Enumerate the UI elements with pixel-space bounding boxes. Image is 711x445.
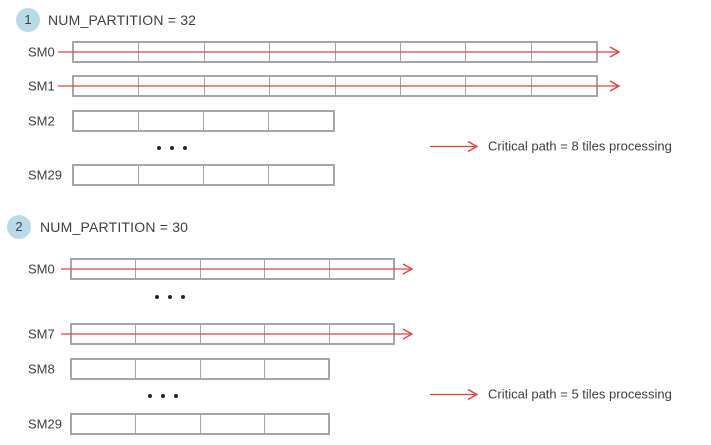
dot: [148, 394, 152, 398]
tile-segment: [268, 166, 333, 184]
tile-segment: [74, 112, 138, 130]
sm-row-label: SM7: [28, 326, 55, 342]
sm-row-label: SM29: [28, 416, 62, 432]
ellipsis-dots: [157, 146, 187, 150]
tile-segment: [199, 360, 264, 378]
tile-bar: [72, 110, 335, 132]
dot: [183, 146, 187, 150]
tile-segment: [138, 166, 203, 184]
legend-label: Critical path = 5 tiles processing: [488, 386, 672, 402]
ellipsis-dots: [155, 295, 185, 299]
tile-segment: [263, 360, 328, 378]
section-2-badge: 2: [7, 215, 31, 239]
tile-segment: [203, 166, 268, 184]
tile-bar: [70, 413, 330, 435]
dot: [168, 295, 172, 299]
dot: [161, 394, 165, 398]
dot: [174, 394, 178, 398]
critical-path-arrow-icon: [430, 388, 478, 400]
tile-segment: [72, 415, 135, 433]
dot: [170, 146, 174, 150]
critical-path-arrow-icon: [430, 140, 478, 152]
dot: [155, 295, 159, 299]
sm-row-label: SM2: [28, 113, 55, 129]
tile-bar: [70, 358, 330, 380]
critical-path-arrow: [58, 80, 620, 92]
critical-path-arrow: [58, 46, 620, 58]
section-1-title: NUM_PARTITION = 32: [48, 12, 197, 28]
tile-segment: [203, 112, 268, 130]
sm-row-label: SM29: [28, 167, 62, 183]
ellipsis-dots: [148, 394, 178, 398]
tile-segment: [135, 415, 199, 433]
sm-row-label: SM0: [28, 44, 55, 60]
tile-segment: [72, 360, 135, 378]
dot: [181, 295, 185, 299]
tile-segment: [268, 112, 333, 130]
tile-bar: [72, 164, 335, 186]
tile-segment: [199, 415, 264, 433]
tile-segment: [263, 415, 328, 433]
sm-row-label: SM0: [28, 261, 55, 277]
section-2-legend: Critical path = 5 tiles processing: [430, 387, 672, 402]
section-1-badge: 1: [16, 8, 40, 32]
tile-segment: [135, 360, 199, 378]
tile-segment: [74, 166, 138, 184]
critical-path-arrow: [61, 263, 413, 275]
critical-path-arrow: [61, 328, 413, 340]
section-1-legend: Critical path = 8 tiles processing: [430, 139, 672, 154]
legend-label: Critical path = 8 tiles processing: [488, 138, 672, 154]
sm-row-label: SM8: [28, 361, 55, 377]
section-2-title: NUM_PARTITION = 30: [40, 219, 189, 235]
dot: [157, 146, 161, 150]
sm-row-label: SM1: [28, 78, 55, 94]
tile-segment: [138, 112, 203, 130]
